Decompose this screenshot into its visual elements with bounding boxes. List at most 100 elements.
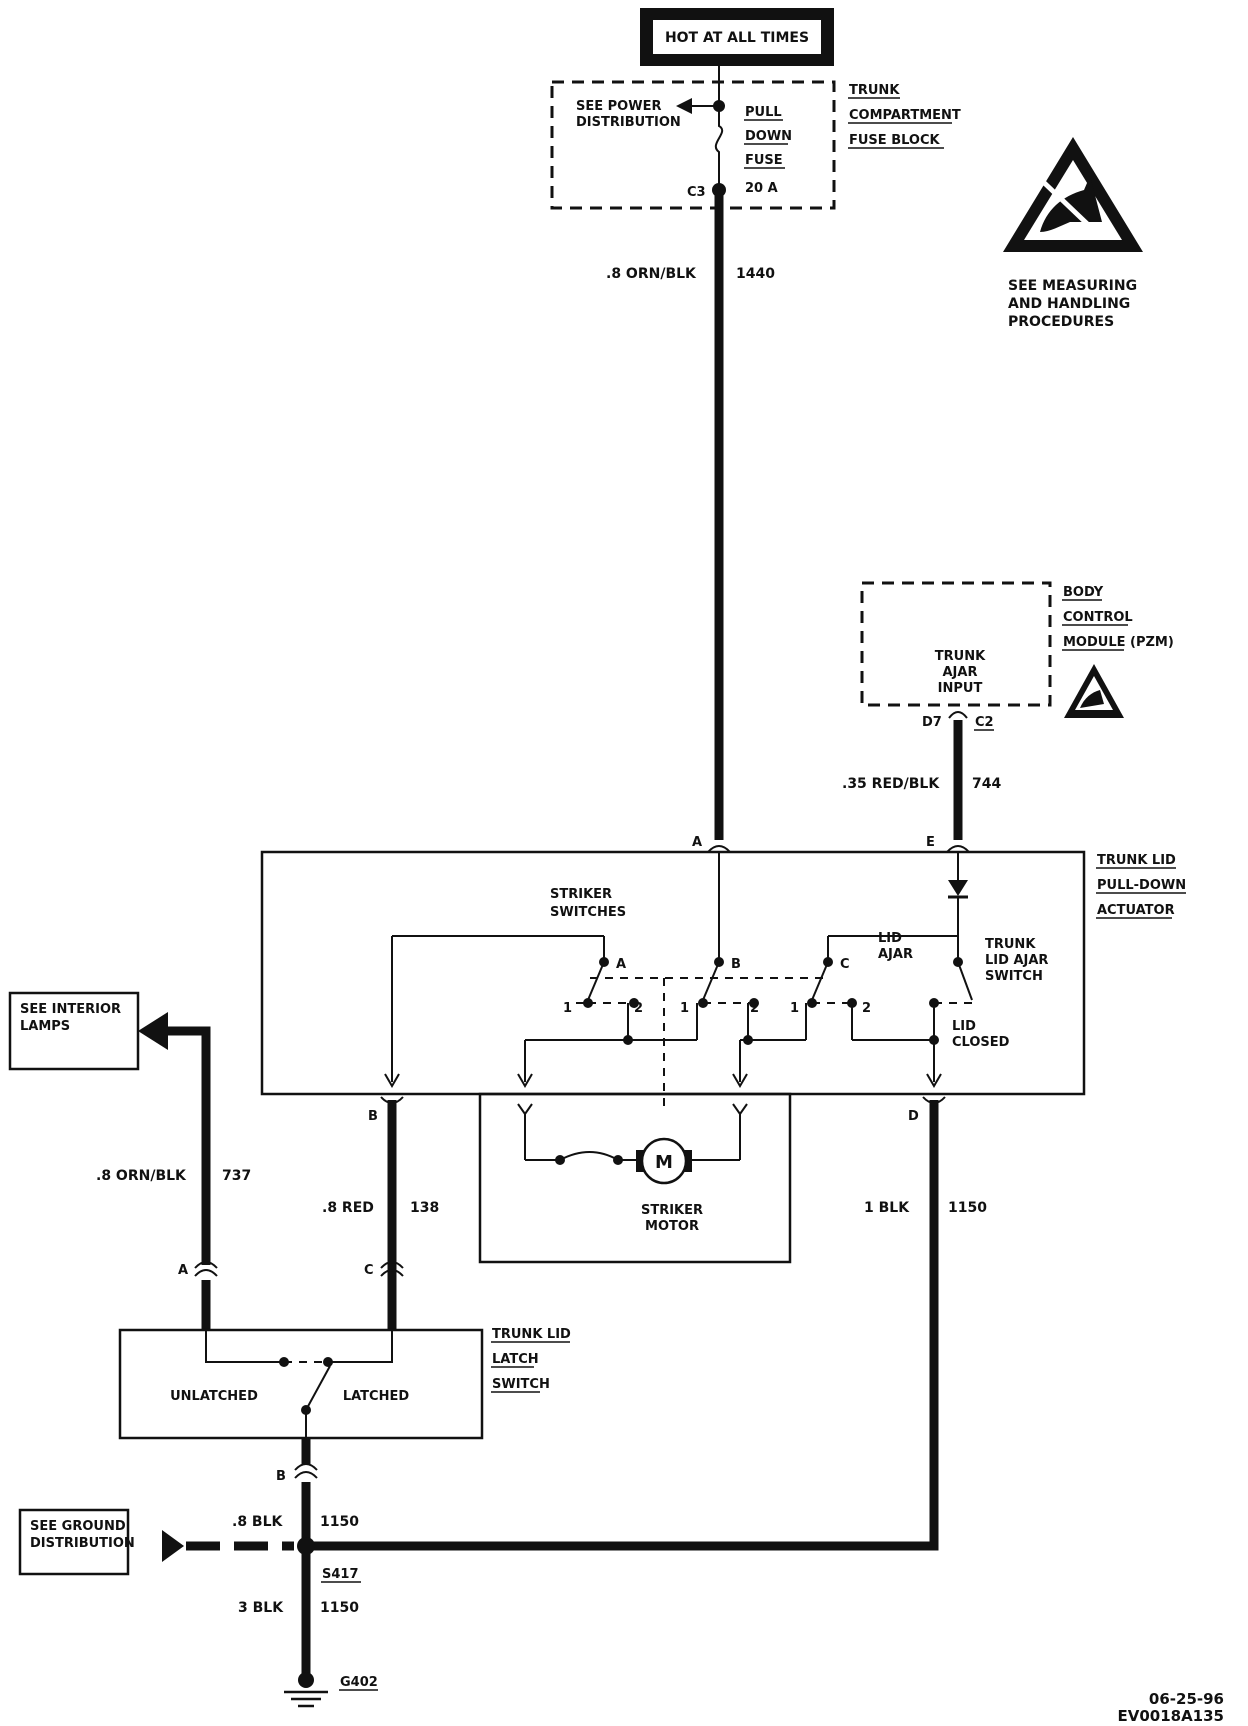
wire-1150-b-gauge: .8 BLK <box>232 1514 284 1530</box>
see-power-line2: DISTRIBUTION <box>576 115 681 130</box>
bcm-input-line2: AJAR <box>943 665 978 680</box>
lid-ajar-switch-line1: TRUNK <box>985 937 1036 952</box>
latch-pin-a: A <box>178 1263 188 1278</box>
splice-label: S417 <box>322 1567 359 1582</box>
power-distribution-arrow-icon <box>676 98 692 114</box>
wire-1440-circuit: 1440 <box>736 266 775 282</box>
fuse-line3: FUSE <box>745 153 783 168</box>
striker-motor: M STRIKER MOTOR <box>478 1092 792 1264</box>
actuator-title-line3: ACTUATOR <box>1097 903 1175 918</box>
ground-label: G402 <box>340 1675 378 1690</box>
switch-a-label: A <box>616 957 626 972</box>
esd-note-line2: AND HANDLING <box>1008 296 1130 312</box>
switch-a-pos2: 2 <box>634 1001 643 1016</box>
wire-1150-g-gauge: 3 BLK <box>238 1600 284 1616</box>
wire-138: .8 RED 138 <box>322 1100 439 1330</box>
striker-switch-b: B 1 2 <box>680 957 759 1016</box>
lid-closed-line1: LID <box>952 1019 976 1034</box>
latch-title-line2: LATCH <box>492 1352 539 1367</box>
fuse-connector-c3: C3 <box>687 185 706 200</box>
wire-1150-g-circuit: 1150 <box>320 1600 359 1616</box>
wire-1150-b-circuit: 1150 <box>320 1514 359 1530</box>
actuator-pin-a: A <box>692 835 702 850</box>
fuse-line2: DOWN <box>745 129 792 144</box>
fuse-line1: PULL <box>745 105 782 120</box>
switch-c-pos2: 2 <box>862 1001 871 1016</box>
trunk-lid-ajar-switch: LID AJAR TRUNK LID AJAR SWITCH LID CLOSE… <box>878 931 1048 1050</box>
latch-title-line1: TRUNK LID <box>492 1327 571 1342</box>
bcm-title-line1: BODY <box>1063 585 1104 600</box>
fuse-block-title-line3: FUSE BLOCK <box>849 133 941 148</box>
diode-icon <box>948 880 968 896</box>
diagram-footer: 06-25-96 EV0018A135 <box>1117 1690 1224 1725</box>
switch-c-label: C <box>840 957 850 972</box>
wire-744-circuit: 744 <box>972 776 1001 792</box>
actuator-title-line2: PULL-DOWN <box>1097 878 1186 893</box>
wire-1150-actuator: 1 BLK 1150 <box>300 1100 987 1551</box>
lid-ajar-line2: AJAR <box>878 947 913 962</box>
wire-737-circuit: 737 <box>222 1168 251 1184</box>
wire-1150-latch: B .8 BLK 1150 <box>232 1438 359 1546</box>
latch-latched-label: LATCHED <box>343 1389 410 1404</box>
esd-note-line3: PROCEDURES <box>1008 314 1114 330</box>
lid-ajar-line1: LID <box>878 931 902 946</box>
striker-motor-line1: STRIKER <box>641 1203 703 1218</box>
trunk-lid-pulldown-actuator: A E TRUNK LID PULL-DOWN ACTUATOR STRIKER… <box>260 835 1186 1124</box>
bcm-input-line3: INPUT <box>938 681 983 696</box>
striker-switch-c: C 1 2 <box>790 935 958 1016</box>
see-ground-distribution: SEE GROUND DISTRIBUTION <box>18 1508 294 1576</box>
ground-dist-line2: DISTRIBUTION <box>30 1536 135 1551</box>
bcm-connector-c2: C2 <box>975 715 994 730</box>
wire-744-gauge: .35 RED/BLK <box>842 776 940 792</box>
see-power-line1: SEE POWER <box>576 99 661 114</box>
bcm-title-line3: MODULE <box>1063 635 1126 650</box>
wire-1150-ground: 3 BLK 1150 G402 <box>238 1546 378 1708</box>
switch-b-label: B <box>731 957 741 972</box>
latch-pin-b: B <box>276 1469 286 1484</box>
wire-1440: .8 ORN/BLK 1440 <box>606 190 775 840</box>
wire-744: .35 RED/BLK 744 <box>842 720 1001 840</box>
trunk-lid-latch-switch: A C UNLATCHED LATCHED TRUNK LID LATCH SW… <box>118 1261 571 1440</box>
wire-737-gauge: .8 ORN/BLK <box>96 1168 187 1184</box>
fuse-rating: 20 A <box>745 181 778 196</box>
motor-symbol <box>640 1137 688 1185</box>
wire-1440-gauge: .8 ORN/BLK <box>606 266 697 282</box>
bcm-title-line2: CONTROL <box>1063 610 1133 625</box>
footer-date: 06-25-96 <box>1149 1690 1224 1708</box>
lid-ajar-switch-line3: SWITCH <box>985 969 1043 984</box>
trunk-compartment-fuse-block: SEE POWER DISTRIBUTION PULL DOWN FUSE 20… <box>550 66 961 210</box>
hot-at-all-times-label: HOT AT ALL TIMES <box>665 30 809 46</box>
actuator-title-line1: TRUNK LID <box>1097 853 1176 868</box>
bcm-input-line1: TRUNK <box>935 649 986 664</box>
actuator-pin-e: E <box>926 835 935 850</box>
motor-m-label: M <box>655 1152 673 1173</box>
switch-b-pos1: 1 <box>680 1001 689 1016</box>
see-interior-lamps: SEE INTERIOR LAMPS <box>8 991 168 1071</box>
interior-lamps-line2: LAMPS <box>20 1019 70 1034</box>
footer-code: EV0018A135 <box>1117 1707 1224 1725</box>
body-control-module: TRUNK AJAR INPUT BODY CONTROL MODULE (PZ… <box>860 581 1174 731</box>
actuator-pin-b: B <box>368 1109 378 1124</box>
latch-title-line3: SWITCH <box>492 1377 550 1392</box>
striker-motor-line2: MOTOR <box>645 1219 699 1234</box>
switch-a-pos1: 1 <box>563 1001 572 1016</box>
esd-warning: SEE MEASURING AND HANDLING PROCEDURES <box>1003 137 1143 330</box>
fuse-block-title-line2: COMPARTMENT <box>849 108 961 123</box>
ground-dist-line1: SEE GROUND <box>30 1519 126 1534</box>
fuse-block-title-line1: TRUNK <box>849 83 900 98</box>
wire-1150-d-circuit: 1150 <box>948 1200 987 1216</box>
actuator-pin-d: D <box>908 1109 919 1124</box>
esd-note-line1: SEE MEASURING <box>1008 278 1137 294</box>
bcm-pin-d7: D7 <box>922 715 942 730</box>
switch-c-pos1: 1 <box>790 1001 799 1016</box>
lid-ajar-switch-line2: LID AJAR <box>985 953 1048 968</box>
ground-icon <box>284 1690 328 1708</box>
wire-138-circuit: 138 <box>410 1200 439 1216</box>
latch-pin-c: C <box>364 1263 374 1278</box>
latch-unlatched-label: UNLATCHED <box>170 1389 258 1404</box>
switch-b-pos2: 2 <box>750 1001 759 1016</box>
interior-lamps-line1: SEE INTERIOR <box>20 1002 121 1017</box>
wire-138-gauge: .8 RED <box>322 1200 374 1216</box>
wire-1150-d-gauge: 1 BLK <box>864 1200 910 1216</box>
